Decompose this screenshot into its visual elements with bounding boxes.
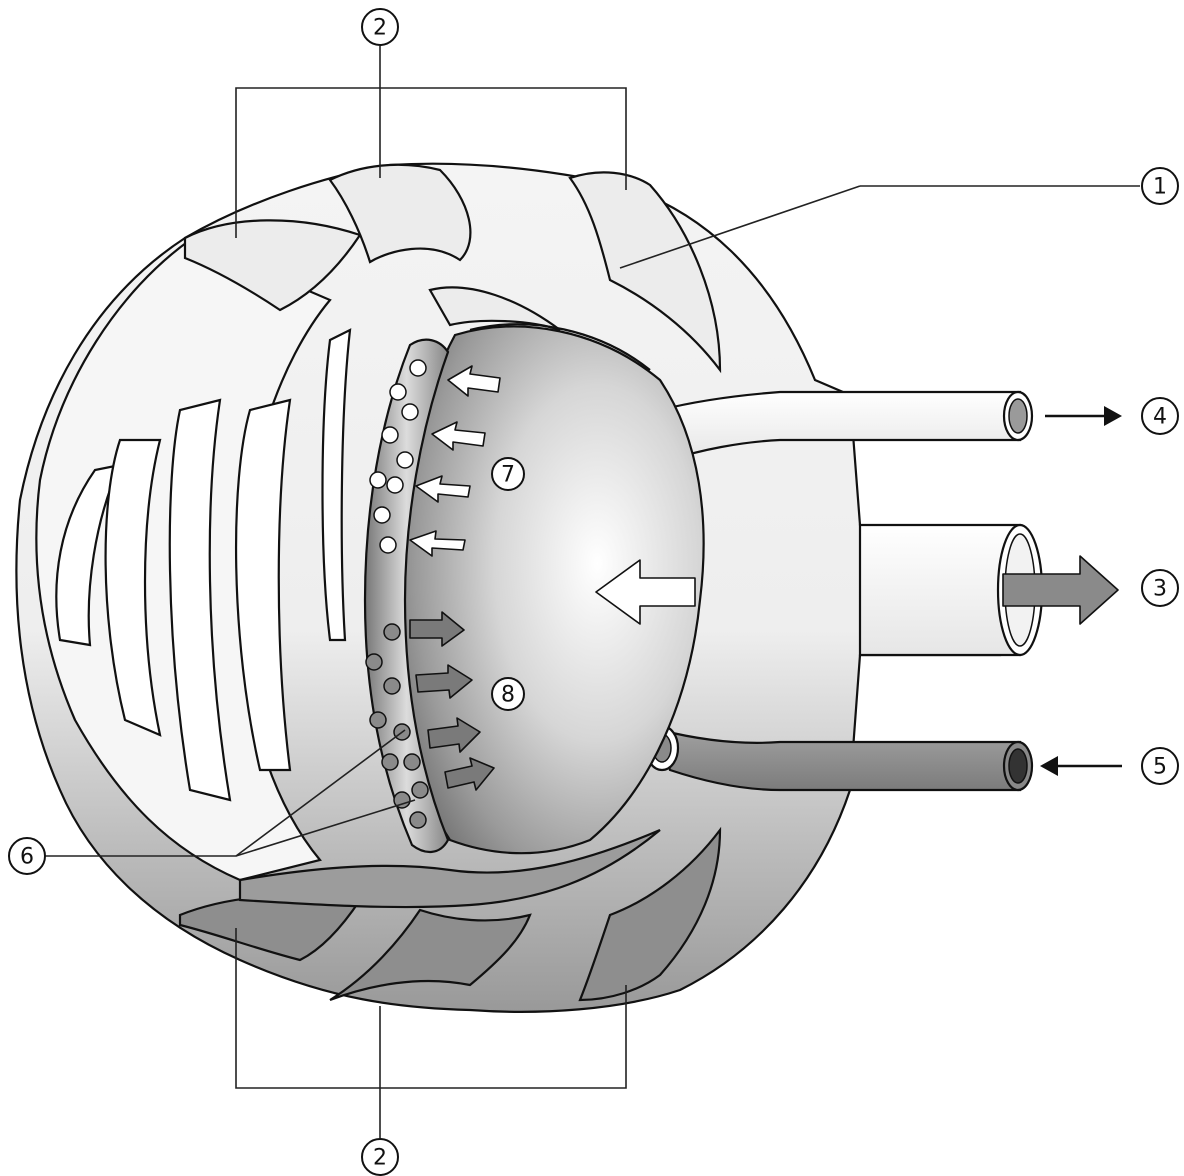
oxygen-diffusion-arrows (409, 365, 501, 557)
label-8: 8 (491, 677, 525, 711)
arteriole-flow-arrow (1040, 756, 1122, 776)
capillary-network-left (35, 238, 352, 882)
svg-text:2: 2 (373, 16, 387, 41)
respiratory-membrane (363, 338, 450, 853)
svg-text:2: 2 (373, 1146, 387, 1171)
label-6: 6 (8, 837, 46, 875)
bracket-bottom (235, 928, 627, 1138)
svg-text:3: 3 (1153, 577, 1167, 602)
label-7: 7 (491, 457, 525, 491)
svg-text:6: 6 (20, 845, 34, 870)
co2-diffusion-arrows (409, 611, 495, 791)
label-2-top: 2 (361, 8, 399, 46)
label-2-bottom: 2 (361, 1138, 399, 1176)
venule-flow-arrow (1045, 406, 1122, 426)
svg-text:5: 5 (1153, 755, 1167, 780)
muscle-bands-bottom (178, 826, 722, 1002)
svg-text:4: 4 (1153, 405, 1167, 430)
label-4: 4 (1141, 397, 1179, 435)
air-inflow-arrow (595, 559, 696, 625)
svg-text:8: 8 (501, 683, 515, 708)
leader-1b (619, 185, 861, 269)
leader-6b (235, 799, 416, 857)
svg-text:7: 7 (501, 463, 515, 488)
carbon-dioxide-molecules (365, 623, 429, 829)
svg-text:1: 1 (1153, 175, 1167, 200)
oxygen-molecules (369, 359, 427, 554)
label-3: 3 (1141, 569, 1179, 607)
muscle-bands-top (183, 163, 722, 374)
air-outflow-arrow (1002, 555, 1119, 625)
label-5: 5 (1141, 747, 1179, 785)
label-1: 1 (1141, 167, 1179, 205)
bracket-top (235, 46, 627, 238)
